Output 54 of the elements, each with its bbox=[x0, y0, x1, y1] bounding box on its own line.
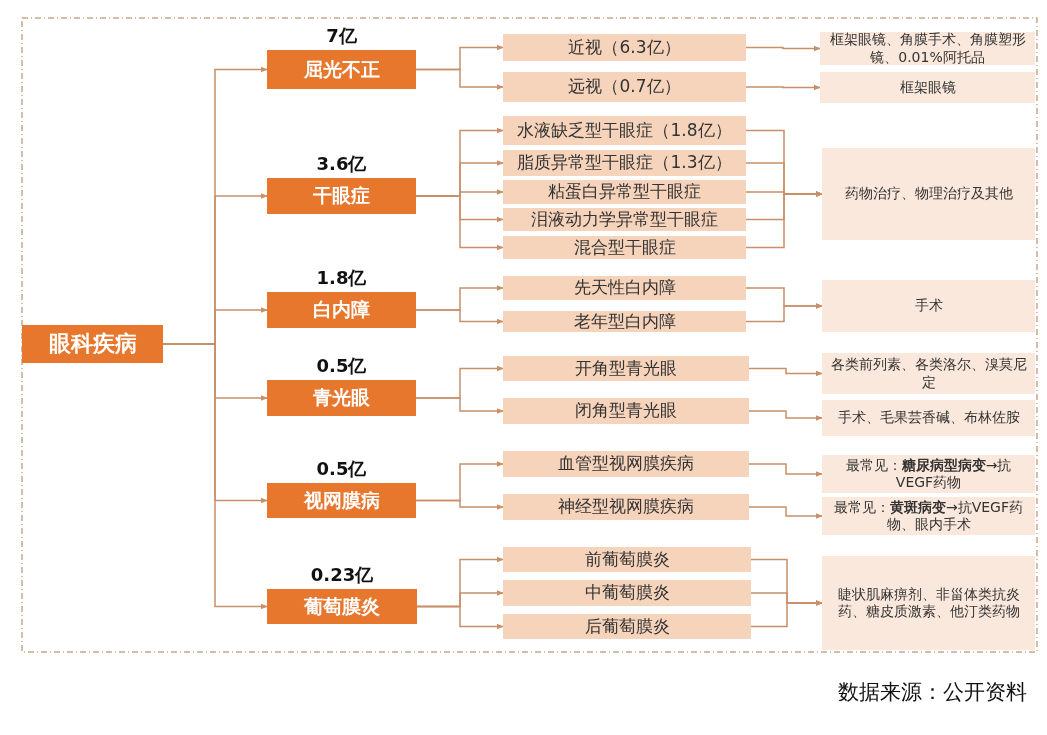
arrow bbox=[415, 195, 504, 251]
treatment-box: 手术、毛果芸香碱、布林佐胺 bbox=[822, 400, 1035, 436]
arrow bbox=[748, 463, 823, 477]
treatment-box: 手术 bbox=[822, 280, 1035, 332]
arrow bbox=[745, 191, 823, 249]
treatment-box: 各类前列素、各类洛尔、溴莫尼定 bbox=[822, 353, 1035, 394]
subtype-box: 闭角型青光眼 bbox=[503, 398, 749, 424]
treatment-box: 框架眼镜 bbox=[820, 72, 1035, 103]
subtype-box: 远视（0.7亿） bbox=[503, 72, 746, 102]
category-box: 干眼症 bbox=[267, 178, 416, 214]
root-box: 眼科疾病 bbox=[22, 325, 163, 363]
value-label: 0.5亿 bbox=[315, 354, 368, 378]
subtype-box: 开角型青光眼 bbox=[503, 356, 749, 381]
arrow bbox=[745, 45, 821, 52]
category-box: 屈光不正 bbox=[267, 50, 416, 89]
treatment-box: 最常见：糖尿病型病变→抗VEGF药物 bbox=[822, 455, 1035, 493]
category-box: 青光眼 bbox=[267, 380, 416, 416]
subtype-box: 后葡萄膜炎 bbox=[503, 614, 751, 639]
arrow bbox=[415, 68, 504, 90]
subtype-box: 粘蛋白异常型干眼症 bbox=[503, 180, 746, 204]
treatment-box: 最常见：黄斑病变→抗VEGF药物、眼内手术 bbox=[822, 497, 1035, 535]
subtype-box: 先天性白内障 bbox=[503, 276, 746, 300]
arrow bbox=[745, 84, 821, 91]
category-box: 视网膜病 bbox=[267, 483, 416, 518]
subtype-box: 脂质异常型干眼症（1.3亿） bbox=[503, 150, 746, 176]
subtype-box: 血管型视网膜疾病 bbox=[503, 451, 749, 477]
arrow bbox=[415, 397, 504, 414]
treatment-box: 睫状肌麻痹剂、非甾体类抗炎药、糖皮质激素、他汀类药物 bbox=[822, 556, 1035, 650]
arrow bbox=[750, 600, 823, 628]
arrow bbox=[748, 506, 823, 519]
treatment-box: 框架眼镜、角膜手术、角膜塑形镜、0.01%阿托品 bbox=[820, 32, 1035, 65]
subtype-box: 近视（6.3亿） bbox=[503, 34, 746, 61]
arrow bbox=[416, 605, 504, 630]
value-label: 0.23亿 bbox=[309, 563, 375, 587]
arrow bbox=[745, 303, 823, 323]
subtype-box: 老年型白内障 bbox=[503, 311, 746, 332]
category-box: 白内障 bbox=[267, 292, 416, 328]
arrow bbox=[748, 367, 823, 377]
subtype-box: 前葡萄膜炎 bbox=[503, 547, 751, 572]
value-label: 1.8亿 bbox=[315, 266, 368, 290]
arrow bbox=[415, 309, 504, 325]
arrow bbox=[415, 499, 504, 510]
subtype-box: 混合型干眼症 bbox=[503, 236, 746, 259]
subtype-box: 神经型视网膜疾病 bbox=[503, 494, 749, 520]
arrow bbox=[748, 410, 823, 421]
value-label: 0.5亿 bbox=[315, 457, 368, 481]
category-box: 葡萄膜炎 bbox=[267, 589, 417, 624]
subtype-box: 中葡萄膜炎 bbox=[503, 580, 751, 606]
value-label: 3.6亿 bbox=[315, 152, 368, 176]
subtype-box: 水液缺乏型干眼症（1.8亿） bbox=[503, 116, 746, 145]
treatment-box: 药物治疗、物理治疗及其他 bbox=[822, 148, 1035, 240]
subtype-box: 泪液动力学异常型干眼症 bbox=[503, 208, 746, 231]
source-note: 数据来源：公开资料 bbox=[838, 679, 1027, 706]
value-label: 7亿 bbox=[325, 24, 358, 48]
